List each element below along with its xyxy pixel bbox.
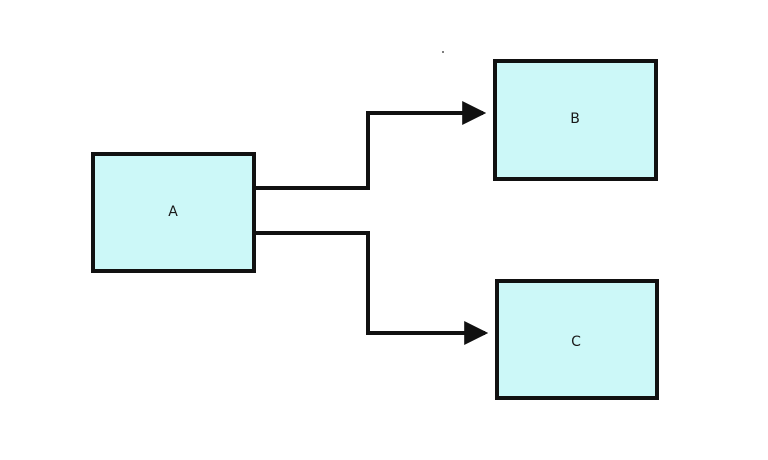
node-a-label: A: [168, 204, 178, 220]
node-b[interactable]: B: [493, 59, 658, 181]
node-b-label: B: [570, 111, 580, 127]
node-c[interactable]: C: [495, 279, 659, 400]
node-c-box: [495, 279, 659, 400]
node-a-box: [91, 152, 256, 273]
stray-dot: [442, 51, 444, 53]
edge-a-to-b: [255, 101, 487, 190]
node-b-box: [493, 59, 658, 181]
node-a[interactable]: A: [91, 152, 256, 273]
edge-a-to-c: [255, 231, 489, 345]
node-c-label: C: [571, 334, 581, 350]
